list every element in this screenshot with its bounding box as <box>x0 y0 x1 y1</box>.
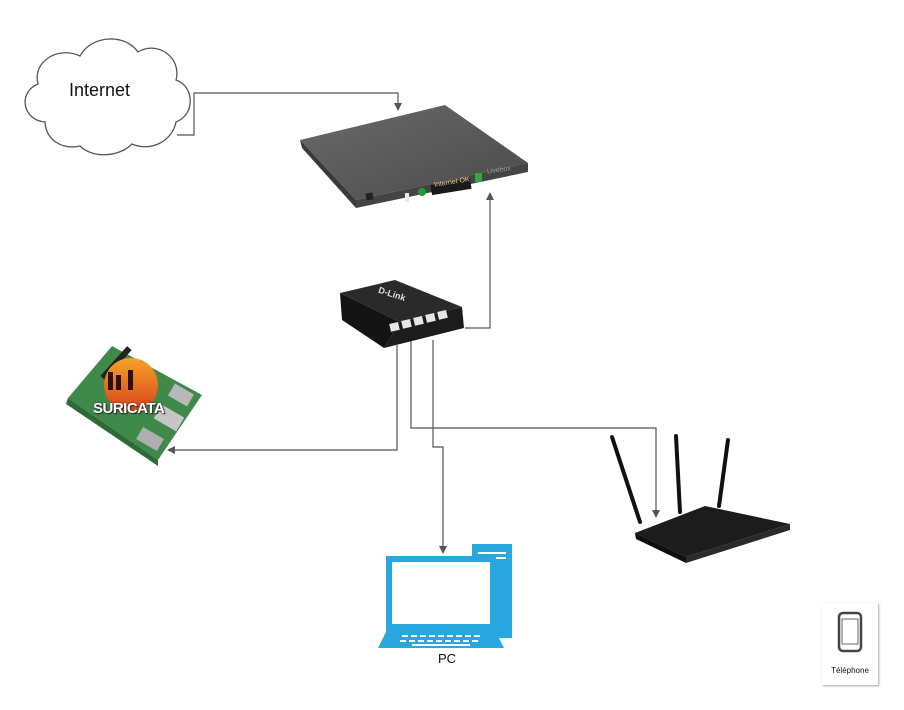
raspberry-pi-suricata <box>66 346 202 466</box>
livebox-device <box>300 105 528 208</box>
internet-label: Internet <box>69 80 131 100</box>
wifi-router <box>610 434 790 563</box>
edge-switch-ids <box>167 345 398 454</box>
smartphone-icon <box>837 611 863 653</box>
internet-cloud <box>24 38 191 156</box>
edge-switch-livebox <box>465 192 494 329</box>
phone-shape[interactable]: Téléphone <box>822 603 878 685</box>
phone-label: Téléphone <box>831 666 869 675</box>
dlink-switch <box>340 280 464 348</box>
edge-switch-router <box>410 340 660 518</box>
edge-switch-pc <box>432 340 447 554</box>
pc-icon <box>378 544 512 648</box>
pc-label: PC <box>438 651 457 666</box>
edge-internet-livebox <box>177 92 402 136</box>
suricata-logo-text: SURICATA <box>93 400 165 417</box>
